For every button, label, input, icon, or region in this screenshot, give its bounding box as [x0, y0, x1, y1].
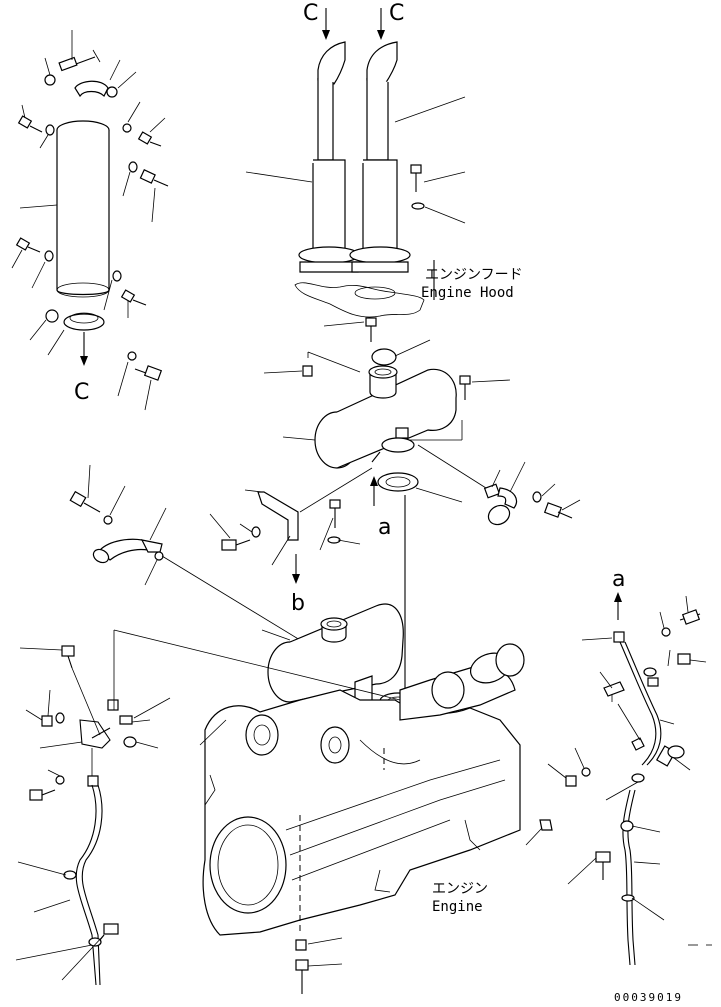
muffler-upper — [314, 365, 457, 469]
right-dipstick-assembly — [565, 609, 701, 966]
exhaust-stack-right — [349, 41, 411, 273]
arrow-c-lower: C — [74, 332, 89, 405]
engine-label-en: Engine — [432, 899, 483, 915]
arrow-a-upper: a — [370, 476, 391, 540]
callout-c-right: C — [389, 1, 404, 26]
arrow-b-left: b — [291, 554, 305, 616]
bolt-head — [410, 164, 422, 174]
arrow-c-right: C — [377, 1, 404, 40]
hood-opening — [354, 286, 396, 300]
callout-c-left: C — [303, 1, 318, 26]
gasket-ring — [377, 472, 419, 492]
engine-hood-outline — [294, 282, 425, 318]
arrow-a-right: a — [612, 567, 625, 620]
arrow-c-left: C — [303, 1, 330, 40]
gasket — [371, 348, 397, 366]
muffler-bracket — [257, 491, 299, 541]
washer — [411, 202, 425, 210]
engine-hood-label-en: Engine Hood — [421, 285, 514, 301]
callout-b-left: b — [291, 591, 305, 616]
callout-a-right: a — [612, 567, 625, 592]
engine-block — [202, 643, 525, 936]
bolt-head — [17, 115, 33, 129]
callout-c-lower: C — [74, 380, 89, 405]
muffler-lower — [267, 603, 404, 717]
exhaust-stack-left — [298, 41, 360, 273]
callout-a-upper: a — [378, 515, 391, 540]
drawing-number: 00039019 — [614, 991, 683, 1004]
nut — [302, 365, 313, 377]
engine-hood-label-jp: エンジンフード — [425, 267, 523, 283]
engine-label-jp: エンジン — [432, 881, 488, 897]
intake-tube — [56, 120, 110, 298]
left-tube-assembly — [29, 645, 137, 986]
clamp-bottom — [45, 309, 163, 381]
clamp-top — [44, 56, 118, 98]
